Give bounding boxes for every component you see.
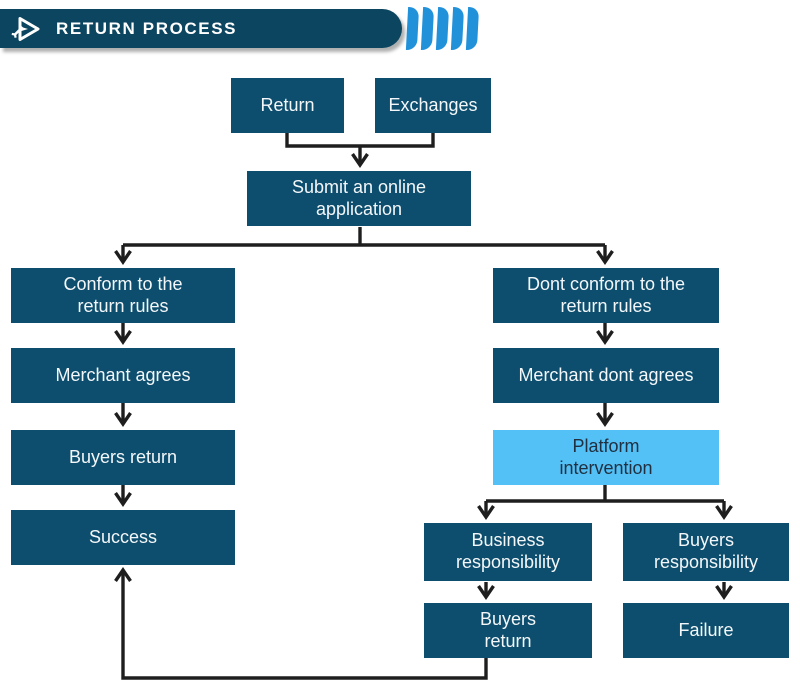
edge-feedback-success [114, 566, 488, 680]
node-label: Conform to the return rules [63, 273, 183, 316]
node-label: Buyers return [68, 446, 178, 467]
node-label: Success [88, 526, 158, 547]
node-label: Failure [678, 619, 734, 640]
node-label: Buyers return [479, 608, 537, 651]
node-merchant-dont-agrees: Merchant dont agrees [493, 348, 719, 403]
page-title: RETURN PROCESS [56, 18, 238, 38]
node-success: Success [11, 510, 235, 565]
app-logo-icon [11, 16, 40, 41]
node-label: Merchant dont agrees [518, 364, 694, 385]
node-label: Dont conform to the return rules [526, 273, 686, 316]
node-label: Submit an online application [291, 176, 427, 219]
node-platform-intervention: Platform intervention [493, 430, 719, 485]
node-submit-application: Submit an online application [247, 171, 471, 226]
edge-platform-bar [486, 485, 724, 503]
node-label: Exchanges [388, 94, 478, 115]
node-dont-conform-rules: Dont conform to the return rules [493, 268, 719, 323]
node-exchanges: Exchanges [375, 78, 491, 133]
node-label: Buyers responsibility [653, 530, 759, 572]
node-buyers-responsibility: Buyers responsibility [623, 523, 789, 581]
node-business-responsibility: Business responsibility [424, 523, 592, 581]
node-label: Business responsibility [455, 530, 561, 572]
banner: RETURN PROCESS [0, 9, 402, 48]
edge-split-bar [123, 227, 605, 247]
node-label: Return [260, 94, 315, 115]
node-label: Merchant agrees [55, 364, 191, 385]
node-return: Return [231, 78, 344, 133]
node-merchant-agrees: Merchant agrees [11, 348, 235, 403]
node-conform-rules: Conform to the return rules [11, 268, 235, 323]
node-buyers-return-left: Buyers return [11, 430, 235, 485]
node-failure: Failure [623, 603, 789, 658]
node-label: Platform intervention [559, 435, 653, 478]
node-buyers-return-bottom: Buyers return [424, 603, 592, 658]
